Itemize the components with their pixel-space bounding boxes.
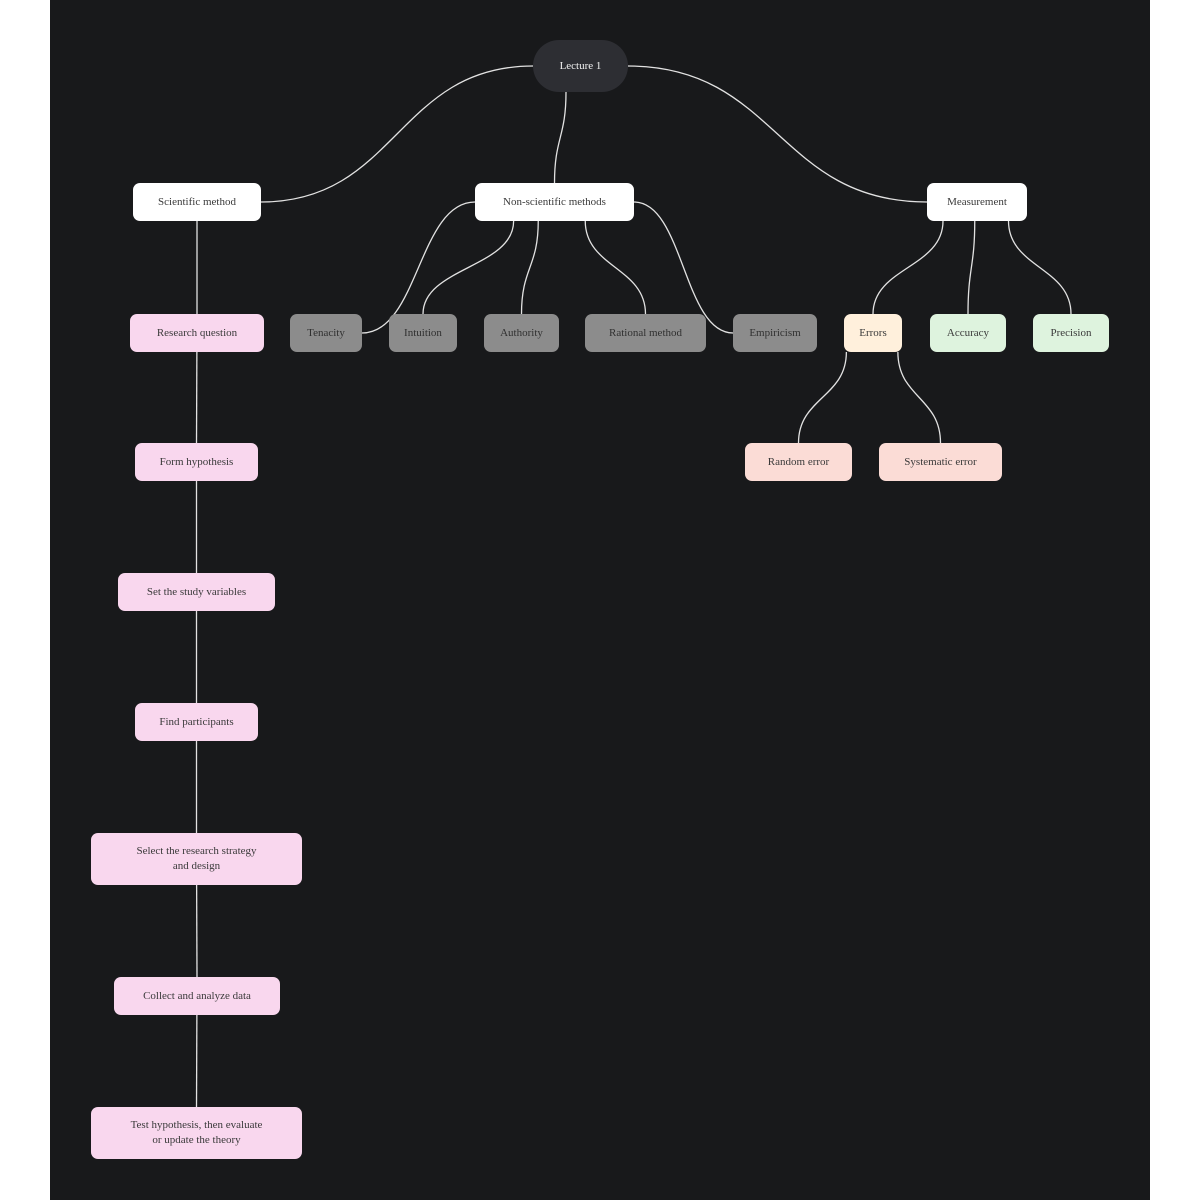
node-select-research-strategy[interactable]: Select the research strategy and design <box>91 833 302 885</box>
node-set-study-variables[interactable]: Set the study variables <box>118 573 275 611</box>
edge-non-scientific-methods-to-rational-method <box>584 220 647 315</box>
edge-non-scientific-methods-to-authority <box>520 220 539 315</box>
node-test-hypothesis[interactable]: Test hypothesis, then evaluate or update… <box>91 1107 302 1159</box>
node-scientific-method[interactable]: Scientific method <box>133 183 261 221</box>
edge-lecture-1-to-scientific-method <box>260 65 534 203</box>
edge-measurement-to-precision <box>1007 220 1072 315</box>
mind-map-canvas: Lecture 1 Scientific method Non-scientific… <box>50 0 1150 1200</box>
edge-measurement-to-accuracy <box>967 220 976 315</box>
edge-lecture-1-to-non-scientific-methods <box>553 91 567 184</box>
node-authority[interactable]: Authority <box>484 314 559 352</box>
node-lecture-1[interactable]: Lecture 1 <box>533 40 628 92</box>
edge-layer <box>195 65 1072 1108</box>
edge-errors-to-random-error <box>797 351 848 444</box>
node-tenacity[interactable]: Tenacity <box>290 314 362 352</box>
edge-non-scientific-methods-to-empiricism <box>633 201 734 334</box>
edge-non-scientific-methods-to-intuition <box>422 220 515 315</box>
edge-non-scientific-methods-to-tenacity <box>361 201 476 334</box>
node-empiricism[interactable]: Empiricism <box>733 314 817 352</box>
node-find-participants[interactable]: Find participants <box>135 703 258 741</box>
node-rational-method[interactable]: Rational method <box>585 314 706 352</box>
node-errors[interactable]: Errors <box>844 314 902 352</box>
node-intuition[interactable]: Intuition <box>389 314 457 352</box>
node-accuracy[interactable]: Accuracy <box>930 314 1006 352</box>
node-measurement[interactable]: Measurement <box>927 183 1027 221</box>
node-random-error[interactable]: Random error <box>745 443 852 481</box>
node-systematic-error[interactable]: Systematic error <box>879 443 1002 481</box>
node-form-hypothesis[interactable]: Form hypothesis <box>135 443 258 481</box>
node-precision[interactable]: Precision <box>1033 314 1109 352</box>
edge-lecture-1-to-measurement <box>627 65 928 203</box>
node-research-question[interactable]: Research question <box>130 314 264 352</box>
edge-measurement-to-errors <box>872 220 944 315</box>
node-non-scientific-methods[interactable]: Non-scientific methods <box>475 183 634 221</box>
edge-errors-to-systematic-error <box>897 351 942 444</box>
node-collect-analyze-data[interactable]: Collect and analyze data <box>114 977 280 1015</box>
